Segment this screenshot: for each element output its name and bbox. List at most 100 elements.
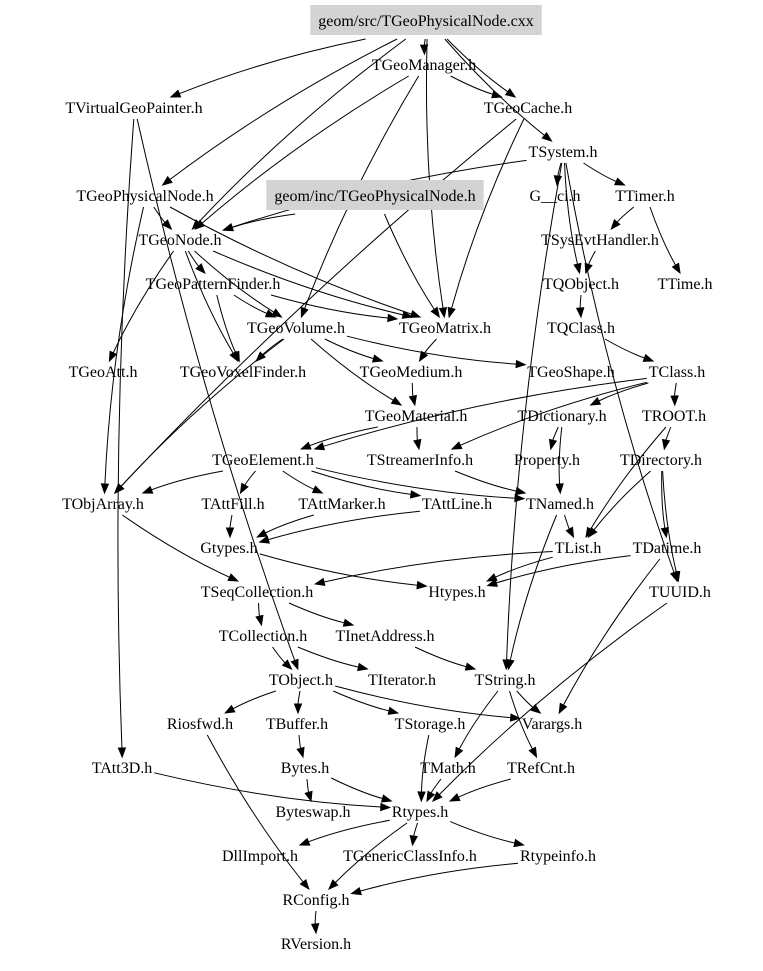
node-tdirectory-h[interactable]: TDirectory.h [620,452,702,469]
arrowhead-icon [486,578,498,587]
node-tsystem-h[interactable]: TSystem.h [529,144,598,161]
edges-layer [100,38,681,935]
node-tgeovoxelfinder-h[interactable]: TGeoVoxelFinder.h [180,364,306,381]
arrowhead-icon [454,746,464,759]
edge-tgeoelement-to-tattmarker [282,470,315,490]
node-label: RConfig.h [282,892,349,909]
edge-tstring-to-trefcnt [509,690,533,750]
node-tgenericclassinfo-h[interactable]: TGenericClassInfo.h [343,848,477,865]
node-label: DllImport.h [222,848,298,865]
edge-tgeonode-to-tgeovolume [194,250,275,313]
node-rversion-h[interactable]: RVersion.h [281,936,351,953]
node-ttime-h[interactable]: TTime.h [658,276,713,293]
node-geom-src-tgeophysicalnode-cxx[interactable]: geom/src/TGeoPhysicalNode.cxx [310,5,542,35]
node-label: Riosfwd.h [167,716,233,733]
node-tgeonode-h[interactable]: TGeoNode.h [138,232,221,249]
arrowhead-icon [310,923,320,935]
node-tgeocache-h[interactable]: TGeoCache.h [484,100,572,117]
node-tstring-h[interactable]: TString.h [475,672,536,689]
node-label: Rtypes.h [392,804,448,821]
arrowhead-icon [417,791,426,803]
node-tclass-h[interactable]: TClass.h [649,364,705,381]
arrowhead-icon [530,703,542,714]
node-tgeophysicalnode-h[interactable]: TGeoPhysicalNode.h [76,188,213,205]
edge-tgeovolume-to-tgeomedium [324,338,374,360]
node-rtypes-h[interactable]: Rtypes.h [392,804,448,821]
edge-tgeophysicalnodeh-to-tgeonode [153,206,166,223]
node-tstreamerinfo-h[interactable]: TStreamerInfo.h [367,452,473,469]
node-geom-inc-tgeophysicalnode-h[interactable]: geom/inc/TGeoPhysicalNode.h [266,180,484,210]
node-label: TStreamerInfo.h [367,452,473,469]
edge-tobject-to-riosfwd [232,690,276,710]
node-titerator-h[interactable]: TIterator.h [368,672,436,689]
node-tlist-h[interactable]: TList.h [555,540,602,557]
node-tatt3d-h[interactable]: TAtt3D.h [92,760,153,777]
node-tgeomanager-h[interactable]: TGeoManager.h [372,57,476,74]
node-label: TGeoAtt.h [69,364,138,381]
edge-tgeocache-to-tobjarray [120,118,517,487]
node-label: TGeoMedium.h [360,364,463,381]
node-rconfig-h[interactable]: RConfig.h [282,892,349,909]
edge-tgeoelement-to-tnamed [315,467,516,499]
edge-inc-to-tgeonode [231,213,296,228]
arrowhead-icon [222,223,234,232]
node-tsysevthandler-h[interactable]: TSysEvtHandler.h [541,232,659,249]
node-tobjarray-h[interactable]: TObjArray.h [62,496,144,513]
arrowhead-icon [575,307,585,319]
node-troot-h[interactable]: TROOT.h [642,408,706,425]
node-varargs-h[interactable]: Varargs.h [522,716,583,733]
node-dllimport-h[interactable]: DllImport.h [222,848,298,865]
edge-tatt3d-to-rtypes [154,772,381,808]
node-tinetaddress-h[interactable]: TInetAddress.h [335,628,434,645]
node-tseqcollection-h[interactable]: TSeqCollection.h [201,584,313,601]
node-tgeoshape-h[interactable]: TGeoShape.h [527,364,615,381]
node-label: TQObject.h [543,276,619,293]
node-trefcnt-h[interactable]: TRefCnt.h [507,760,575,777]
node-tattline-h[interactable]: TAttLine.h [422,496,492,513]
node-tnamed-h[interactable]: TNamed.h [526,496,594,513]
node-label: TGeoMaterial.h [365,408,468,425]
node-tgeoatt-h[interactable]: TGeoAtt.h [69,364,138,381]
node-tgeovolume-h[interactable]: TGeoVolume.h [247,320,345,337]
node-riosfwd-h[interactable]: Riosfwd.h [167,716,233,733]
node-rtypeinfo-h[interactable]: Rtypeinfo.h [520,848,596,865]
node-property-h[interactable]: Property.h [514,452,580,469]
arrowhead-icon [528,746,538,759]
node-tgeoelement-h[interactable]: TGeoElement.h [212,452,314,469]
edge-tsystem-to-tqobject [564,162,578,265]
node-gtypes-h[interactable]: Gtypes.h [200,540,257,557]
node-tattfill-h[interactable]: TAttFill.h [201,496,264,513]
node-tgeomedium-h[interactable]: TGeoMedium.h [360,364,463,381]
node-tqclass-h[interactable]: TQClass.h [547,320,615,337]
node-tgeopatternfinder-h[interactable]: TGeoPatternFinder.h [146,276,281,293]
node-tqobject-h[interactable]: TQObject.h [543,276,619,293]
edge-src-to-tgeocache [446,38,509,93]
node-tgeomaterial-h[interactable]: TGeoMaterial.h [365,408,468,425]
node-label: TMath.h [420,760,476,777]
node-tuuid-h[interactable]: TUUID.h [649,584,711,601]
node-tdictionary-h[interactable]: TDictionary.h [517,408,606,425]
arrowhead-icon [256,529,268,538]
node-tgeomatrix-h[interactable]: TGeoMatrix.h [399,320,491,337]
node-tbuffer-h[interactable]: TBuffer.h [266,716,328,733]
edge-tsystem-to-tstring [506,162,563,661]
edge-rtypes-to-rtypeinfo [450,821,515,844]
node-tvirtualgeopainter-h[interactable]: TVirtualGeoPainter.h [65,100,202,117]
node-tobject-h[interactable]: TObject.h [269,672,333,689]
arrowhead-icon [409,835,418,847]
node-ttimer-h[interactable]: TTimer.h [615,188,674,205]
edge-tsysevthandler-to-tqobject [588,250,596,265]
node-tcollection-h[interactable]: TCollection.h [219,628,307,645]
node-tmath-h[interactable]: TMath.h [420,760,476,777]
node-byteswap-h[interactable]: Byteswap.h [275,804,350,821]
arrowhead-icon [509,713,522,722]
node-tattmarker-h[interactable]: TAttMarker.h [298,496,385,513]
node-htypes-h[interactable]: Htypes.h [428,584,485,601]
edge-tclass-to-tgeoelement [323,377,647,447]
node-tdatime-h[interactable]: TDatime.h [633,540,702,557]
node-tstorage-h[interactable]: TStorage.h [395,716,466,733]
node-bytes-h[interactable]: Bytes.h [281,760,329,777]
node-g-ci-h[interactable]: G__ci.h [529,188,580,205]
edge-src-to-tgeomanager [423,38,426,46]
edge-tstring-to-varargs [516,690,534,708]
